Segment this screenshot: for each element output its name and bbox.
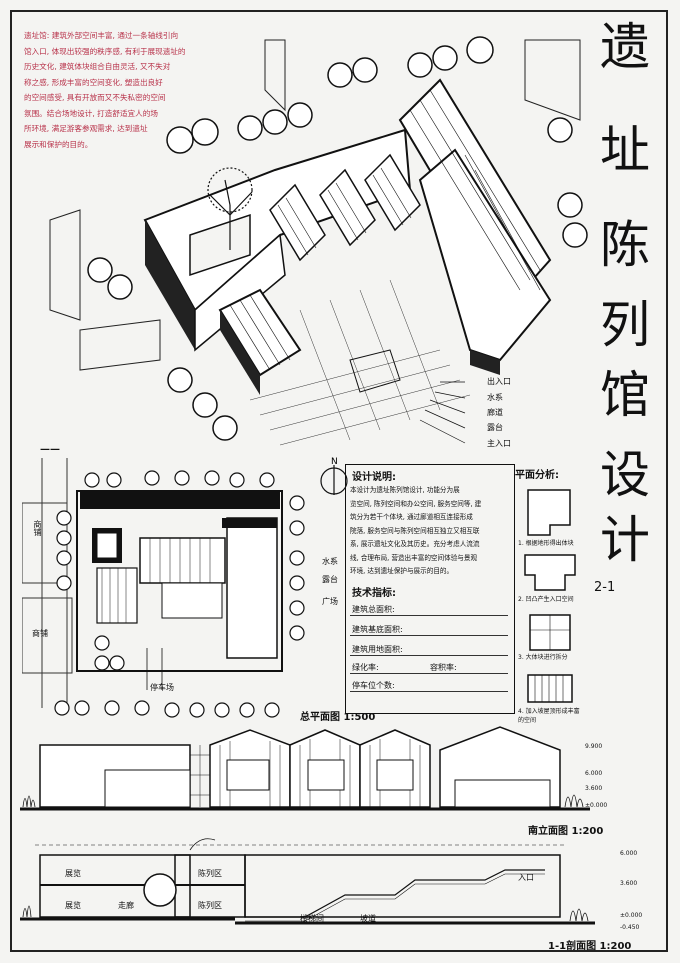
section-drawing: [20, 838, 595, 925]
tech-row: 建筑用地面积:: [352, 645, 403, 654]
plane-analysis-title: 平面分析:: [515, 470, 559, 481]
intro-note-line: 展示和保护的目的。: [24, 139, 93, 149]
design-notes-line: 览空间, 陈列空间和办公空间, 服务空间等, 建: [350, 499, 482, 508]
section-label: 展览: [65, 869, 81, 878]
section-label: 楼梯间: [300, 914, 324, 923]
tech-row-line: [350, 673, 508, 674]
intro-note-line: 所环境, 满足游客参观需求, 达到遗址: [24, 124, 148, 133]
plane-analysis-diagrams: [524, 489, 576, 703]
section-level: -0.450: [620, 924, 640, 931]
sheet-number: 2-1: [594, 580, 616, 595]
plane-analysis-caption: 4. 加入坡屋顶形成丰富的空间: [518, 708, 580, 724]
title-char: 馆: [600, 366, 650, 424]
title-char: 列: [600, 296, 650, 354]
site-plan-label: 广场: [322, 597, 338, 606]
design-notes-line: 环境, 达到遗址保护与展示的目的。: [350, 567, 454, 575]
design-notes-text: 本设计为遗址陈列馆设计, 功能分为展 览空间, 陈列空间和办公空间, 服务空间等…: [350, 484, 510, 579]
elevation-level: ±0.000: [585, 802, 608, 809]
title-char: 陈: [600, 216, 650, 274]
section-label: 坡道: [360, 914, 376, 923]
section-level: 3.600: [620, 880, 638, 887]
intro-note-line: 遗址馆: 建筑外部空间丰富, 通过一条轴线引向: [24, 31, 179, 40]
section-label: 走廊: [118, 901, 134, 910]
south-elevation-drawing: [20, 726, 590, 811]
section-label: 陈列区: [198, 901, 222, 910]
intro-note-line: 馆入口, 体现出较强的秩序感, 有利于展现遗址的: [24, 46, 186, 56]
title-char: 址: [600, 121, 650, 179]
intro-note: 遗址馆: 建筑外部空间丰富, 通过一条轴线引向 馆入口, 体现出较强的秩序感, …: [24, 28, 246, 152]
north-arrow-icon: N: [320, 457, 348, 495]
axonometric-drawing: [49, 36, 588, 446]
design-notes-line: 线, 合理布局, 营造出丰富的空间体验与景观: [350, 553, 478, 562]
site-plan-label: 水系: [322, 557, 338, 566]
design-notes-line: 系, 展示遗址文化及其历史。充分考虑人流流: [350, 540, 480, 548]
section-level: ±0.000: [620, 912, 643, 919]
plane-analysis-caption: 2. 凹凸产生入口空间: [518, 596, 574, 603]
plane-analysis-caption: 1. 根据地形得出体块: [518, 540, 574, 547]
tech-row-right: 容积率:: [430, 663, 457, 672]
site-plan-label: 商铺: [32, 629, 48, 638]
design-notes-line: 院落, 服务空间与陈列空间相互独立又相互联: [350, 526, 480, 535]
tech-row-line: [350, 691, 508, 692]
svg-text:N: N: [331, 457, 338, 467]
title-char: 遗: [600, 18, 650, 76]
title-char: 设: [600, 446, 650, 504]
design-notes-line: 本设计为遗址陈列馆设计, 功能分为展: [350, 486, 460, 494]
site-plan-drawing: [22, 458, 305, 718]
site-plan-label: 露台: [322, 575, 338, 584]
intro-note-line: 称之感, 形成丰富的空间变化, 塑造出良好: [24, 77, 163, 87]
section-level: 6.000: [620, 850, 638, 857]
axon-label: 水系: [487, 393, 503, 402]
tech-row-line: [350, 655, 508, 656]
site-plan-label: 商铺: [33, 520, 42, 536]
tech-row-line: [350, 635, 508, 636]
sheet-border: [10, 10, 668, 952]
site-plan-label: 停车场: [150, 683, 174, 692]
section-title: 1-1剖面图 1:200: [548, 941, 632, 952]
elevation-level: 6.000: [585, 770, 603, 777]
section-label: 陈列区: [198, 869, 222, 878]
site-plan-title: 总平面图 1:500: [300, 712, 376, 723]
design-notes-line: 筑分为若干个体块, 通过廊道相互连接形成: [350, 513, 473, 521]
design-notes-title: 设计说明:: [352, 472, 396, 483]
intro-note-line: 的空间感受, 具有开放而又不失私密的空间: [24, 93, 166, 102]
title-char: 计: [600, 511, 650, 569]
axon-label: 廊道: [487, 408, 503, 417]
elevation-level: 9.900: [585, 743, 603, 750]
elevation-level: 3.600: [585, 785, 603, 792]
tech-row: 建筑总面积:: [352, 605, 395, 614]
site-plan-caption: ——: [40, 444, 60, 455]
axon-label: 出入口: [487, 377, 511, 386]
design-notes-box: [345, 464, 515, 714]
tech-row: 建筑基底面积:: [352, 625, 403, 634]
elevation-title: 南立面图 1:200: [528, 826, 604, 837]
tech-row-line: [350, 615, 508, 616]
axon-label: 主入口: [487, 439, 511, 448]
section-label: 入口: [518, 873, 534, 882]
intro-note-line: 氛围。结合场地设计, 打造舒适宜人的场: [24, 108, 158, 118]
plane-analysis-caption: 3. 大体块进行拆分: [518, 654, 568, 661]
intro-note-line: 历史文化, 建筑体块组合自由灵活, 又不失对: [24, 62, 171, 71]
section-label: 展览: [65, 901, 81, 910]
tech-index-title: 技术指标:: [352, 588, 396, 599]
tech-row: 绿化率:: [352, 663, 379, 672]
axon-label: 露台: [487, 423, 503, 432]
tech-row: 停车位个数:: [352, 681, 395, 690]
